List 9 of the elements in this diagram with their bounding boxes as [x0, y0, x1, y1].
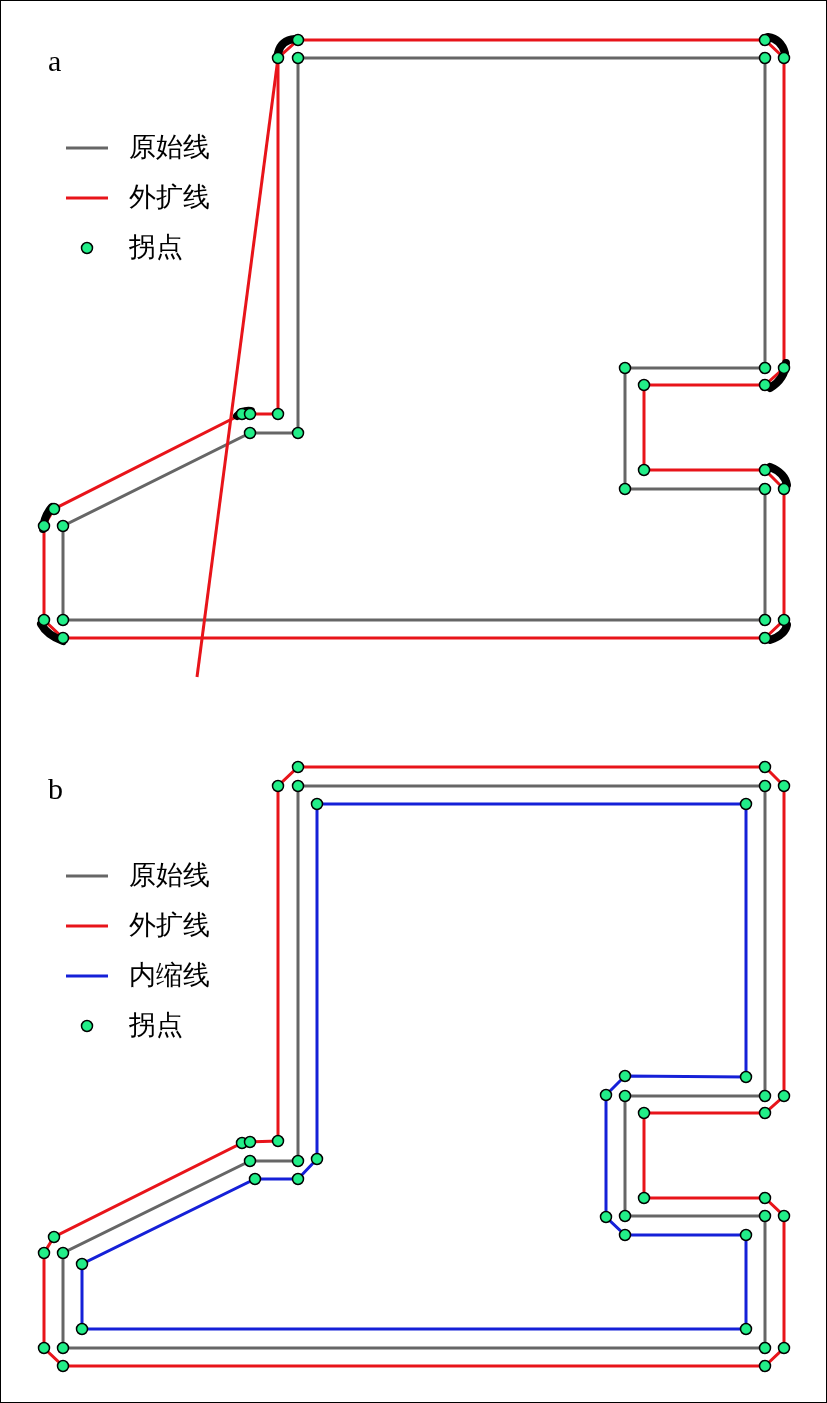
- legend-label: 外扩线: [129, 182, 210, 212]
- legend-label: 拐点: [129, 232, 183, 262]
- legend-label: 外扩线: [129, 910, 210, 940]
- legend-label: 原始线: [129, 132, 210, 162]
- legend-label: 内缩线: [129, 960, 210, 990]
- legend-label: 原始线: [129, 860, 210, 890]
- panel-label: a: [48, 46, 62, 76]
- legend-label: 拐点: [129, 1010, 183, 1040]
- panel-label: b: [48, 774, 63, 804]
